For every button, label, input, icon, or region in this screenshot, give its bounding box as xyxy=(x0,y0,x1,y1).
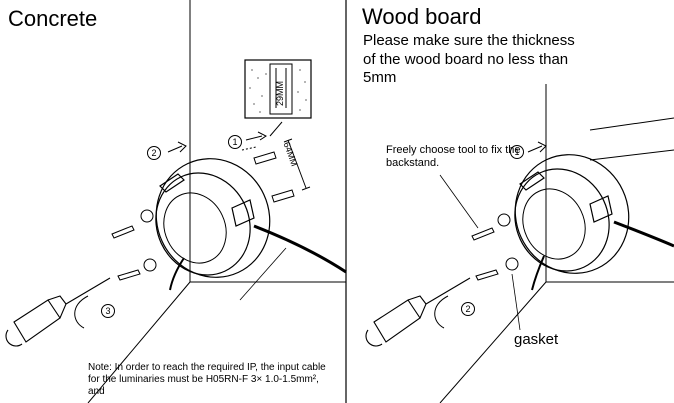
screw-icon xyxy=(111,209,157,281)
rotate-arrow xyxy=(434,295,449,329)
wood-instruction: Please make sure the thickness of the wo… xyxy=(363,32,575,86)
cable-note: Note: In order to reach the required IP,… xyxy=(88,362,326,397)
anchor-icon xyxy=(241,146,295,203)
cable-icon xyxy=(169,224,347,291)
cable-icon xyxy=(531,220,674,291)
depth-inset xyxy=(244,59,312,137)
screw-icon xyxy=(471,213,519,281)
concrete-wall xyxy=(87,0,346,403)
backstand-icon xyxy=(514,154,630,274)
screwdriver-icon xyxy=(5,277,111,347)
step-1-arrow xyxy=(245,131,267,141)
backstand-icon xyxy=(155,158,271,278)
gasket-label: gasket xyxy=(514,331,559,348)
spacing-dimension xyxy=(287,139,307,189)
step-3-badge: 3 xyxy=(101,304,115,318)
wood-title: Wood board xyxy=(362,4,482,29)
screwdriver-icon xyxy=(365,277,471,347)
rotate-arrow xyxy=(74,295,89,329)
step-2-arrow xyxy=(167,141,187,153)
step-2-badge: 2 xyxy=(147,146,161,160)
wood-wall xyxy=(439,84,674,403)
concrete-title: Concrete xyxy=(8,6,98,31)
wood-step-1-badge: 1 xyxy=(510,145,524,159)
wood-step-2-badge: 2 xyxy=(461,302,475,316)
step-1-arrow xyxy=(527,141,547,153)
step-1-badge: 1 xyxy=(228,135,242,149)
depth-label: 29MM xyxy=(275,80,285,106)
tool-note: Freely choose tool to fix the backstand. xyxy=(386,144,521,169)
